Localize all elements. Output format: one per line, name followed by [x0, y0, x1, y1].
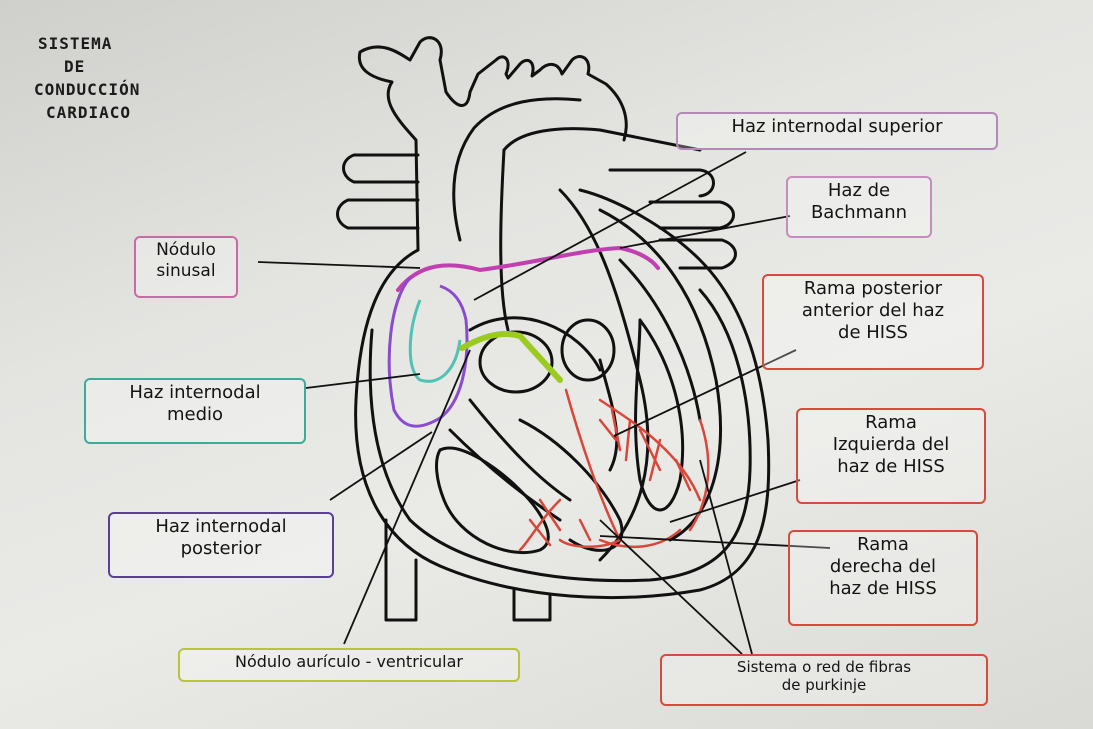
- label-text: derecha del: [794, 556, 972, 578]
- label-text: de purkinje: [666, 676, 982, 694]
- left-pulmonary-stub-2: [338, 200, 419, 228]
- label-text: Bachmann: [792, 202, 926, 224]
- internodal-posterior-purple: [389, 278, 467, 426]
- label-text: Nódulo aurículo - ventricular: [184, 652, 514, 672]
- label-text: haz de HISS: [802, 456, 980, 478]
- lv-inner: [620, 260, 700, 420]
- right-pulmonary-stub-3: [660, 240, 736, 268]
- left-pulmonary-stub-1: [344, 155, 419, 182]
- leader-haz-posterior: [330, 432, 432, 500]
- right-pulmonary-stub-2: [650, 202, 734, 228]
- label-text: Haz internodal superior: [682, 116, 992, 138]
- superior-vena-cava: [359, 38, 626, 250]
- aortic-root: [501, 150, 508, 330]
- aortic-arch-inner: [504, 129, 700, 150]
- right-pulmonary-stub-1: [610, 170, 714, 196]
- av-node-green: [462, 334, 560, 380]
- leader-bachmann: [620, 216, 790, 248]
- left-ventricle-wall: [600, 210, 720, 540]
- label-text: haz de HISS: [794, 578, 972, 600]
- label-text: anterior del haz: [768, 300, 978, 322]
- label-text: medio: [90, 404, 300, 426]
- chamber-divider: [470, 318, 600, 370]
- label-haz-internodal-superior: Haz internodal superior: [676, 112, 998, 150]
- sinus-node-pink: [398, 248, 658, 290]
- rv-inner-2: [470, 400, 570, 500]
- label-text: Haz internodal: [90, 382, 300, 404]
- label-text: posterior: [114, 538, 328, 560]
- label-haz-de-bachmann: Haz de Bachmann: [786, 176, 932, 238]
- label-text: Rama: [802, 412, 980, 434]
- internodal-medio-teal: [410, 300, 460, 381]
- label-text: Rama: [794, 534, 972, 556]
- label-haz-internodal-medio: Haz internodal medio: [84, 378, 306, 444]
- label-text: Nódulo: [140, 240, 232, 261]
- label-text: Haz internodal: [114, 516, 328, 538]
- aorta-ascending: [454, 99, 580, 240]
- label-rama-izquierda: Rama Izquierda del haz de HISS: [796, 408, 986, 504]
- label-nodulo-sinusal: Nódulo sinusal: [134, 236, 238, 298]
- label-sistema-purkinje: Sistema o red de fibras de purkinje: [660, 654, 988, 706]
- label-text: Sistema o red de fibras: [666, 658, 982, 676]
- label-nodulo-av: Nódulo aurículo - ventricular: [178, 648, 520, 682]
- label-text: Izquierda del: [802, 434, 980, 456]
- leader-haz-medio: [306, 374, 420, 388]
- label-rama-posterior-anterior: Rama posterior anterior del haz de HISS: [762, 274, 984, 370]
- label-text: sinusal: [140, 261, 232, 282]
- label-haz-internodal-posterior: Haz internodal posterior: [108, 512, 334, 578]
- leader-nodulo-av: [344, 350, 470, 644]
- mitral-valve: [562, 320, 614, 380]
- label-rama-derecha: Rama derecha del haz de HISS: [788, 530, 978, 626]
- label-text: Haz de: [792, 180, 926, 202]
- label-text: Rama posterior: [768, 278, 978, 300]
- leader-purkinje-2: [700, 460, 752, 654]
- leader-nodulo-sinusal: [258, 262, 420, 268]
- label-text: de HISS: [768, 322, 978, 344]
